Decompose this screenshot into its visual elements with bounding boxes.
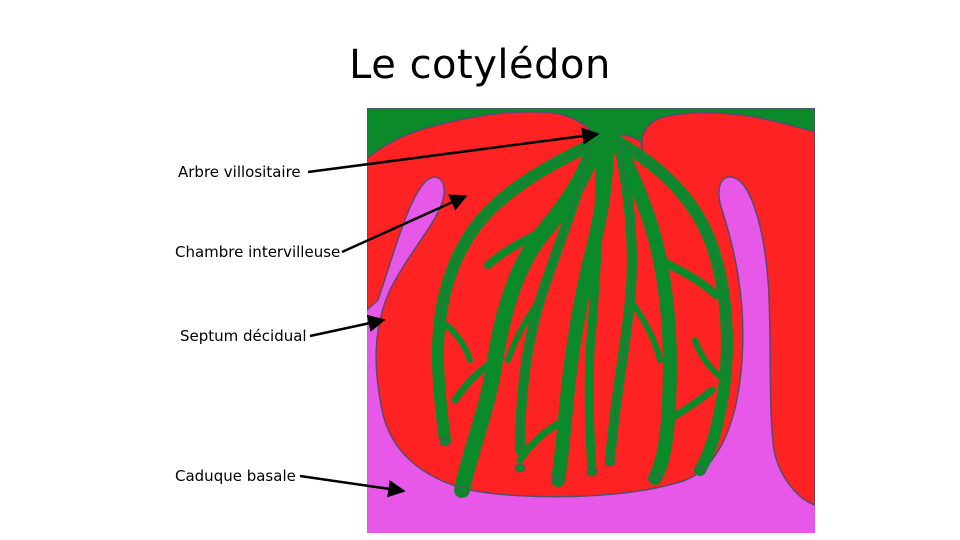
chorionic-plate xyxy=(367,108,815,159)
anchoring-villi xyxy=(439,437,706,495)
arrow-septum xyxy=(309,314,386,338)
annotation-arrows xyxy=(299,127,600,498)
label-septum-decidual: Septum décidual xyxy=(180,327,307,345)
cotyledon-illustration xyxy=(367,108,815,533)
label-arbre-villositaire: Arbre villositaire xyxy=(178,163,301,181)
arrow-arbre xyxy=(307,127,600,174)
label-chambre-intervilleuse: Chambre intervilleuse xyxy=(175,243,341,261)
arrow-chambre xyxy=(341,194,468,254)
slide-title: Le cotylédon xyxy=(349,42,611,88)
label-caduque-basale: Caduque basale xyxy=(175,467,296,485)
villous-outline xyxy=(439,139,728,461)
arrow-caduque xyxy=(299,474,406,498)
